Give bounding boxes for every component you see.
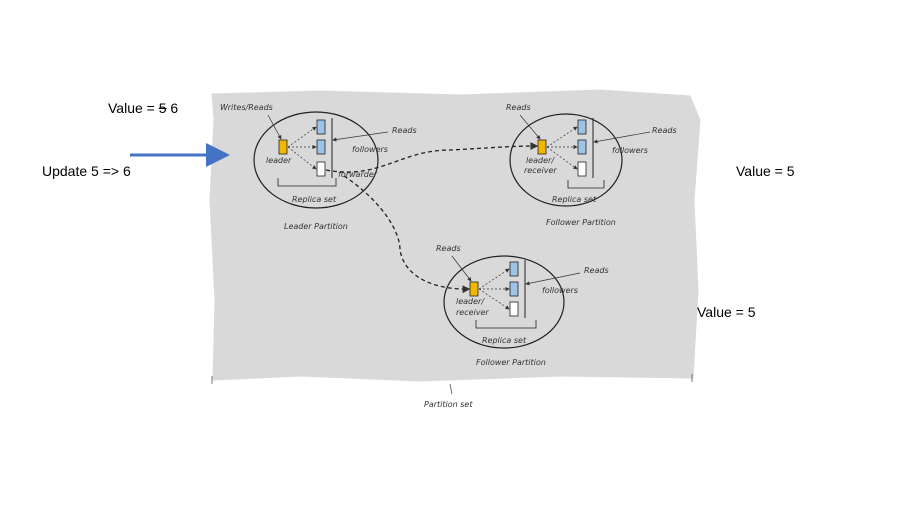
reads-top-label: Reads xyxy=(436,244,461,253)
new-value: 6 xyxy=(170,100,179,116)
reads-label: Reads xyxy=(652,126,677,135)
forwarder-label: forwarder xyxy=(338,170,378,179)
follower-box xyxy=(509,261,519,277)
leader-partition-ellipse xyxy=(253,111,379,209)
reads-label: Reads xyxy=(584,266,609,275)
followers-label: followers xyxy=(612,146,648,155)
leader-partition-label: Leader Partition xyxy=(284,222,348,231)
leader-receiver-label-2: receiver xyxy=(524,166,557,175)
leader-receiver-box xyxy=(469,281,479,297)
old-value: 5 xyxy=(158,100,167,116)
reads-top-label: Reads xyxy=(506,103,531,112)
forwarder-box xyxy=(316,161,326,177)
update-annotation: Update 5 => 6 xyxy=(42,163,131,179)
empty-box xyxy=(577,161,587,177)
empty-box xyxy=(509,301,519,317)
right-partition-ellipse xyxy=(509,113,623,207)
bottom-partition-ellipse xyxy=(443,255,565,349)
leader-box xyxy=(278,139,288,155)
replication-link-right xyxy=(325,142,539,173)
replica-set-label: Replica set xyxy=(482,336,527,345)
leader-receiver-label-1: leader/ xyxy=(526,156,555,165)
right-value-annotation: Value = 5 xyxy=(736,163,795,179)
follower-box xyxy=(316,119,326,135)
value-prefix: Value = xyxy=(108,100,159,116)
partition-set-label: Partition set xyxy=(424,400,473,409)
follower-box xyxy=(577,119,587,135)
followers-label: followers xyxy=(352,145,388,154)
follower-partition-label: Follower Partition xyxy=(546,218,616,227)
follower-box xyxy=(316,139,326,155)
leader-value-annotation: Value = 5 6 xyxy=(108,100,178,116)
leader-receiver-box xyxy=(537,139,547,155)
gray-panel xyxy=(209,89,701,382)
replica-set-label: Replica set xyxy=(552,195,597,204)
replication-link-bottom xyxy=(343,175,471,294)
leader-label: leader xyxy=(266,156,292,165)
follower-box xyxy=(509,281,519,297)
reads-label: Reads xyxy=(392,126,417,135)
replica-set-label: Replica set xyxy=(292,195,337,204)
bottom-value-annotation: Value = 5 xyxy=(697,304,756,320)
leader-receiver-label-1: leader/ xyxy=(456,297,485,306)
follower-box xyxy=(577,139,587,155)
leader-receiver-label-2: receiver xyxy=(456,308,489,317)
followers-label: followers xyxy=(542,286,578,295)
writes-reads-label: Writes/Reads xyxy=(220,103,273,112)
follower-partition-label: Follower Partition xyxy=(476,358,546,367)
